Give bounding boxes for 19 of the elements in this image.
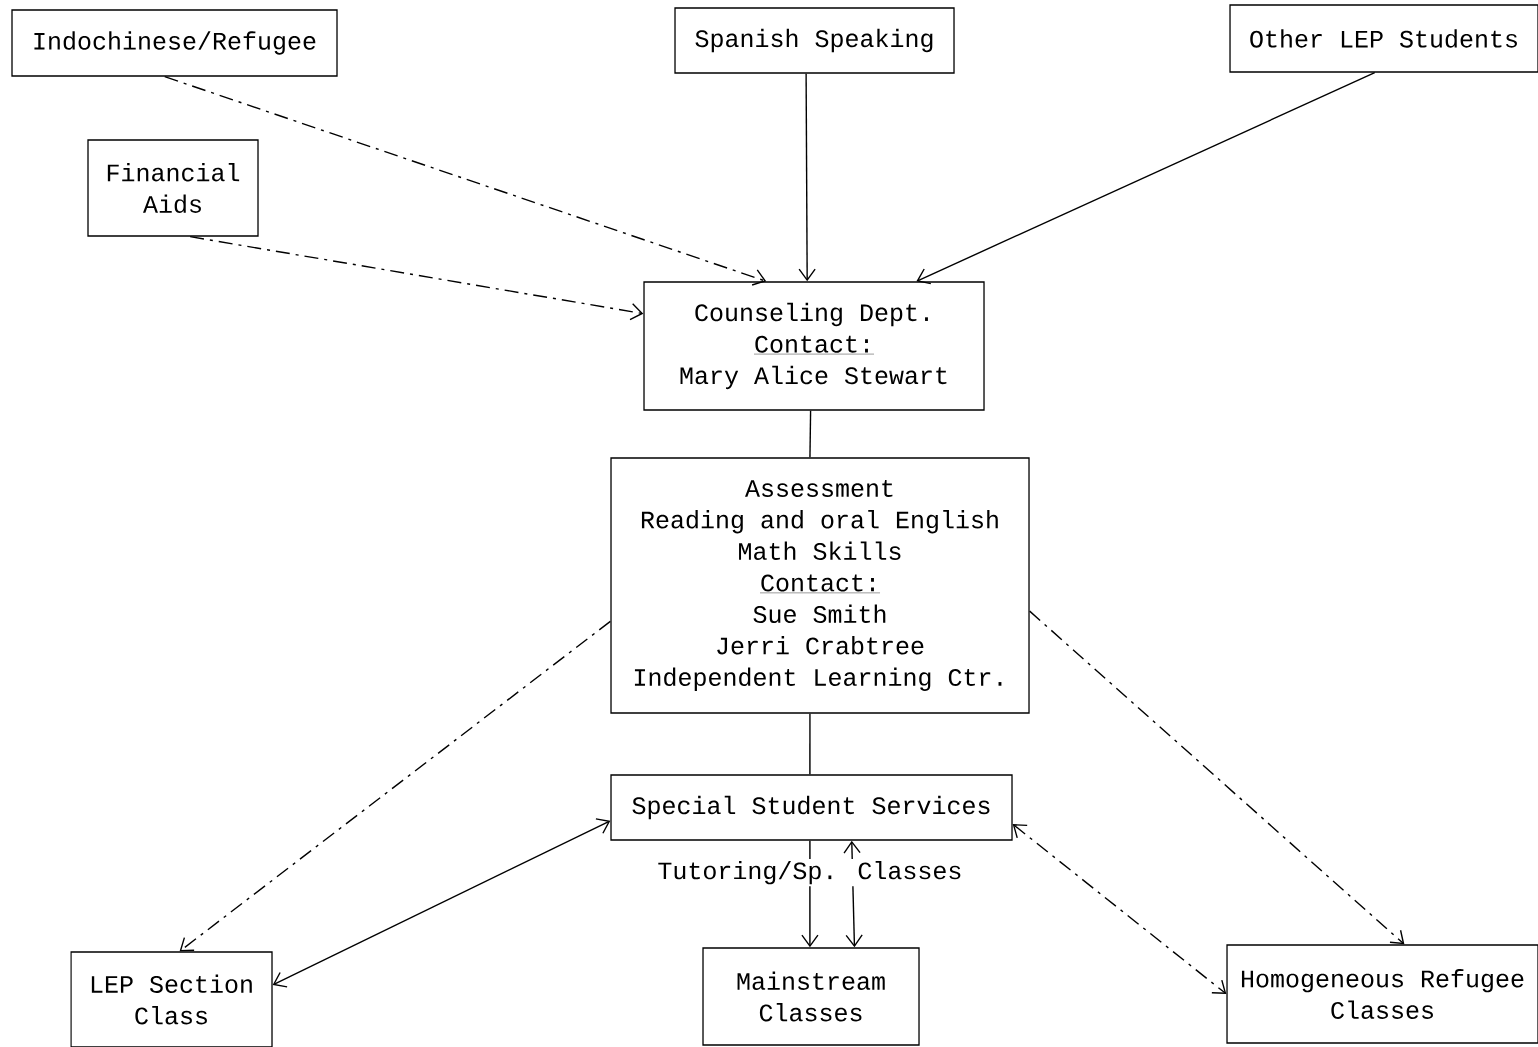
process-box: Assessment Reading and oral English Math Skills Contact: Sue Smith Jerri Crabtree Independent Learning Ctr. xyxy=(610,457,1030,714)
arrow xyxy=(798,72,816,282)
edge-label: Tutoring/Sp. Classes xyxy=(655,859,965,887)
arrow xyxy=(179,620,612,952)
process-box: Indochinese/Refugee xyxy=(11,9,338,77)
process-box: Special Student Services xyxy=(610,774,1013,841)
process-box: Financial Aids xyxy=(87,139,259,237)
arrow xyxy=(1028,610,1405,945)
process-box: Homogeneous Refugee Classes xyxy=(1226,944,1538,1044)
process-box: Other LEP Students xyxy=(1229,4,1538,73)
arrow xyxy=(272,818,611,988)
process-box: LEP Section Class xyxy=(70,951,273,1047)
arrow xyxy=(189,235,644,321)
process-box: Mainstream Classes xyxy=(702,947,920,1046)
arrow xyxy=(164,75,767,286)
process-box: Counseling Dept. Contact: Mary Alice Stewart xyxy=(643,281,985,411)
process-box: Spanish Speaking xyxy=(674,7,955,74)
arrow xyxy=(916,71,1376,285)
arrow xyxy=(1012,824,1227,994)
